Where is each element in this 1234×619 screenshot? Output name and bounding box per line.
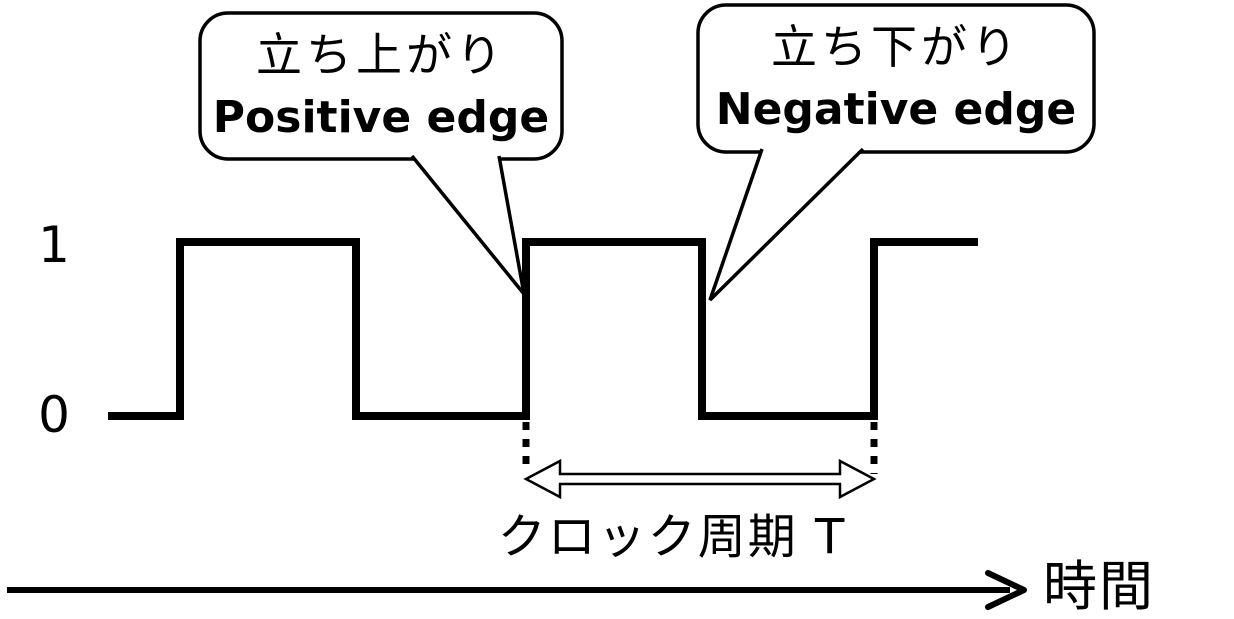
negative-edge-callout-en-label: Negative edge (716, 84, 1077, 135)
negative-edge-callout-bubble (696, 3, 1096, 154)
period-double-arrow-icon (523, 458, 877, 500)
positive-edge-callout: 立ち上がり Positive edge (198, 11, 564, 296)
time-axis-label: 時間 (1043, 555, 1155, 618)
positive-edge-callout-bubble (198, 11, 564, 161)
positive-edge-callout-en-label: Positive edge (213, 92, 549, 143)
time-axis-arrowhead-icon (985, 570, 1027, 610)
level-high-label: 1 (38, 216, 70, 274)
positive-edge-callout-jp-label: 立ち上がり (256, 28, 506, 82)
positive-edge-callout-tail (410, 154, 526, 296)
negative-edge-callout-tail (708, 147, 865, 302)
level-low-label: 0 (38, 386, 70, 444)
clock-waveform (108, 238, 978, 420)
period-label: クロック周期 T (498, 509, 847, 565)
negative-edge-callout-jp-label: 立ち下がり (771, 20, 1021, 74)
negative-edge-callout: 立ち下がり Negative edge (696, 3, 1096, 302)
